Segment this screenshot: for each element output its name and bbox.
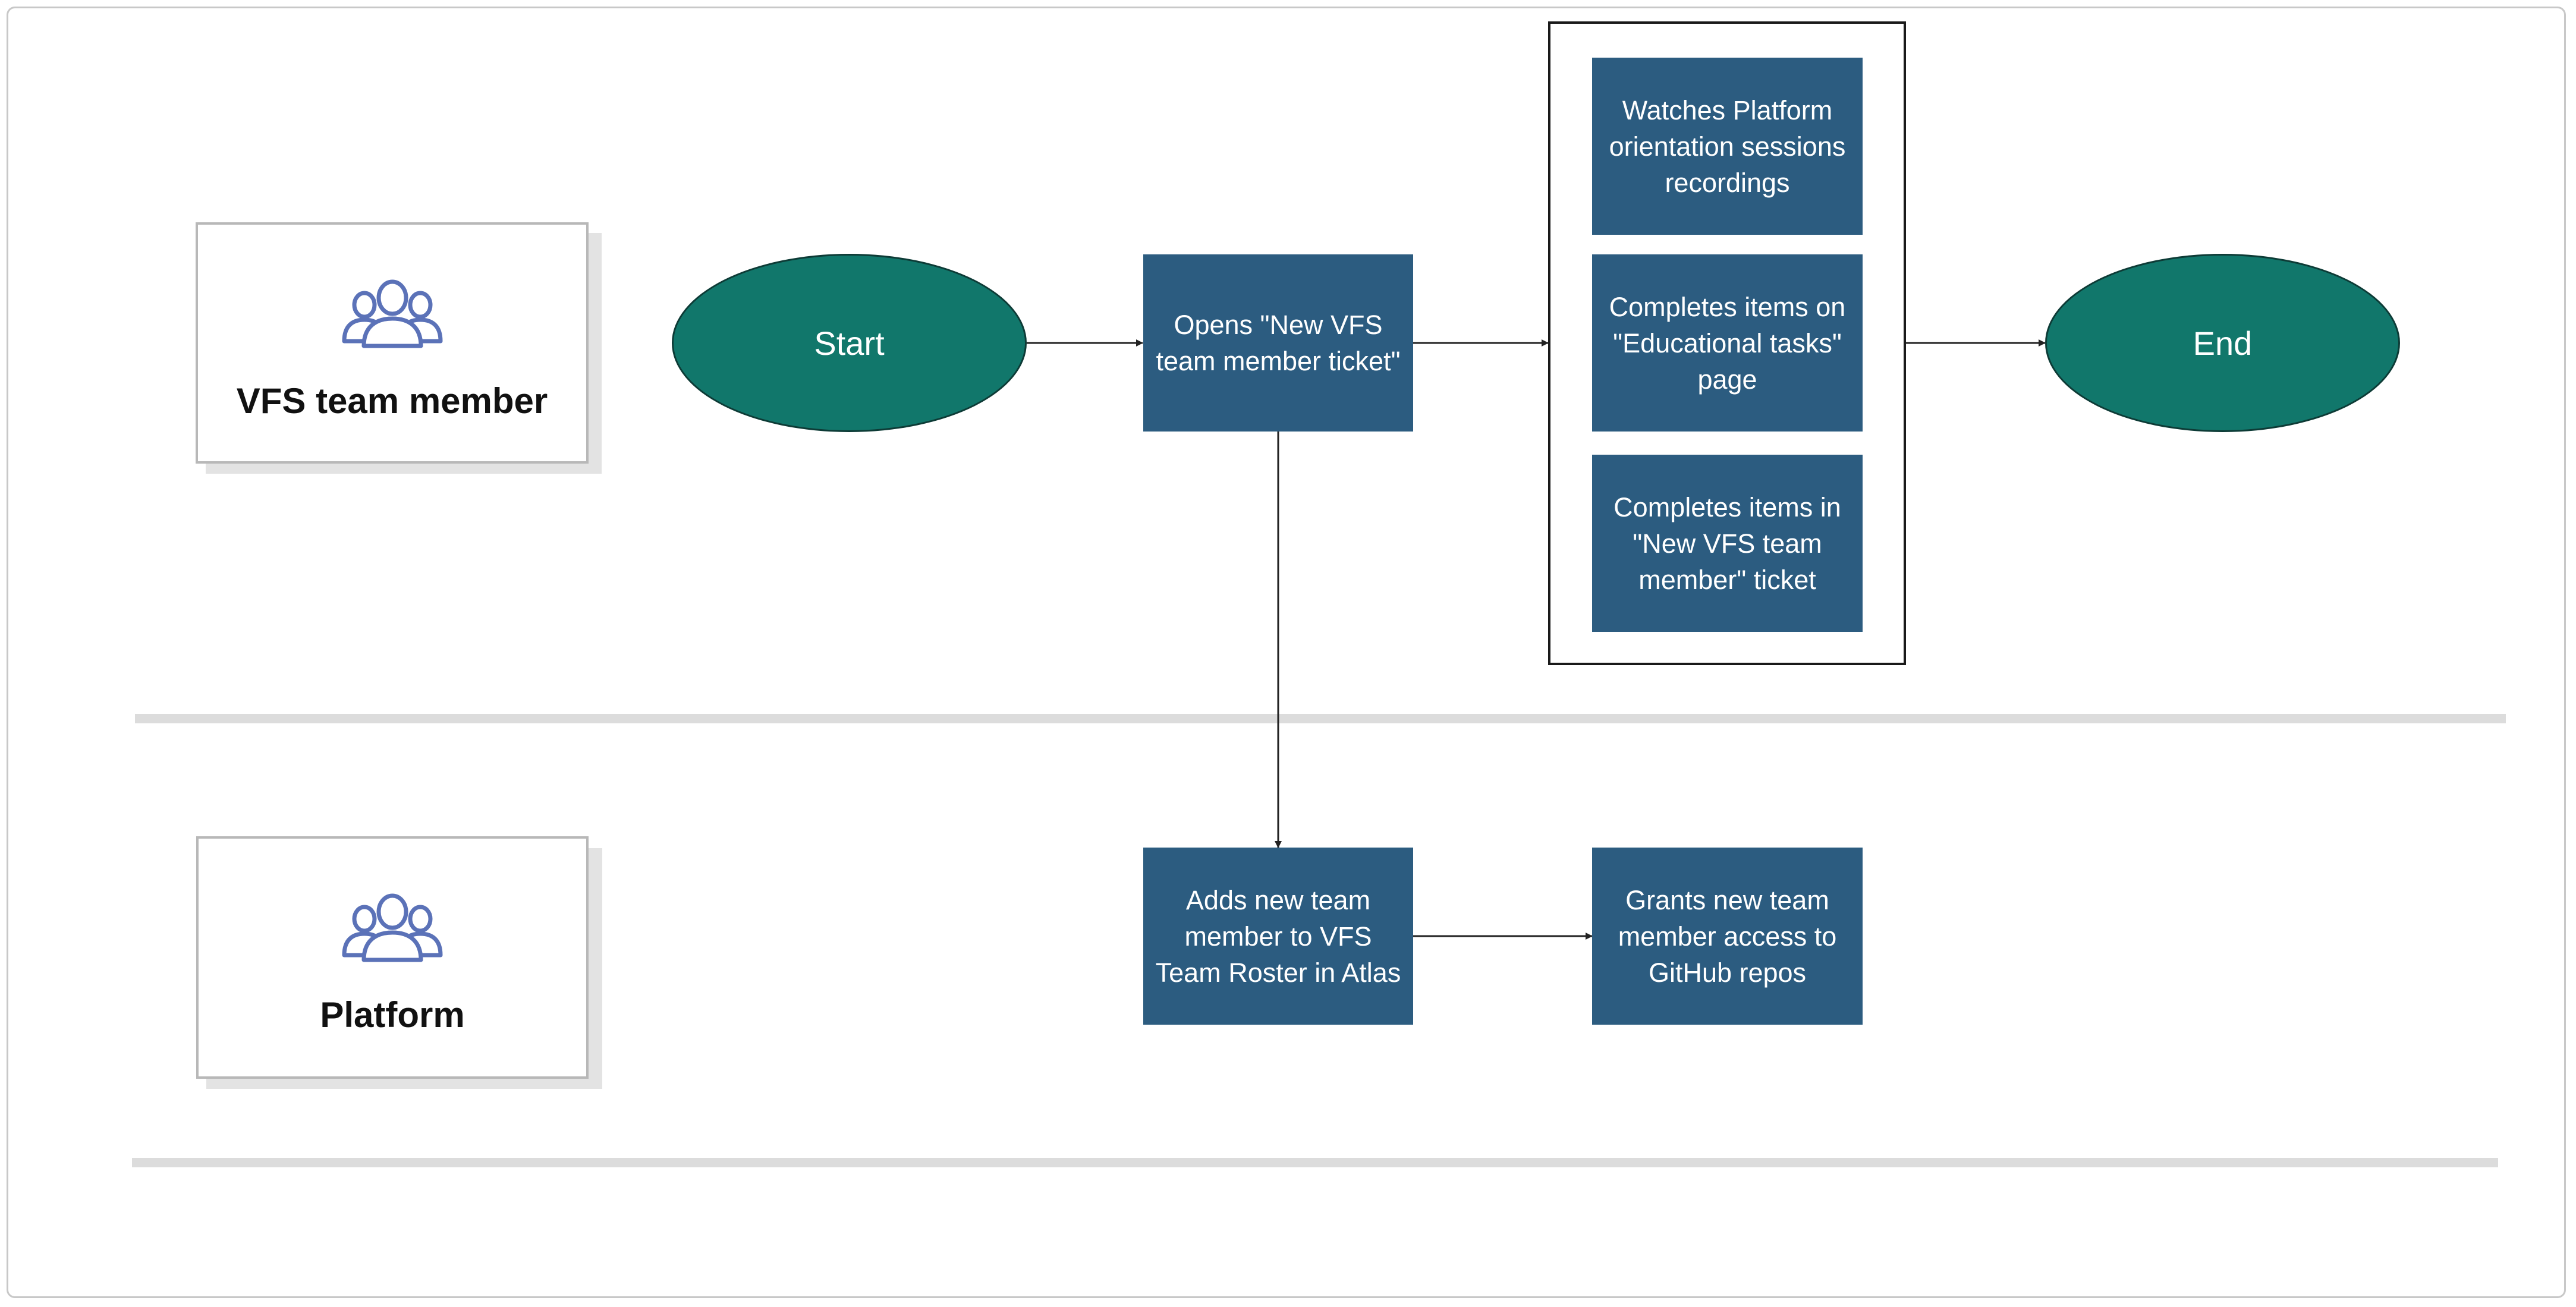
process-opens-ticket: Opens "New VFS team member ticket" — [1143, 254, 1413, 432]
lane-label-platform: Platform — [320, 995, 465, 1035]
process-grants-access: Grants new team member access to GitHub … — [1592, 848, 1863, 1025]
process-watches-sessions: Watches Platform orientation sessions re… — [1592, 58, 1863, 235]
lane-label-vfs-team-member: VFS team member — [236, 381, 548, 421]
lane-divider-bottom — [132, 1158, 2498, 1167]
lane-divider-top — [135, 714, 2506, 723]
lane-card-platform: Platform — [196, 836, 589, 1079]
lane-card-vfs-team-member: VFS team member — [196, 222, 589, 464]
people-group-icon — [342, 279, 442, 348]
onboarding-task-group — [1548, 21, 1906, 665]
process-adds-to-roster: Adds new team member to VFS Team Roster … — [1143, 848, 1413, 1025]
people-group-icon — [342, 893, 443, 962]
diagram-frame — [7, 7, 2566, 1298]
process-ticket-items: Completes items in "New VFS team member"… — [1592, 455, 1863, 632]
start-node: Start — [672, 254, 1027, 432]
end-node: End — [2045, 254, 2400, 432]
process-educational-tasks: Completes items on "Educational tasks" p… — [1592, 254, 1863, 432]
